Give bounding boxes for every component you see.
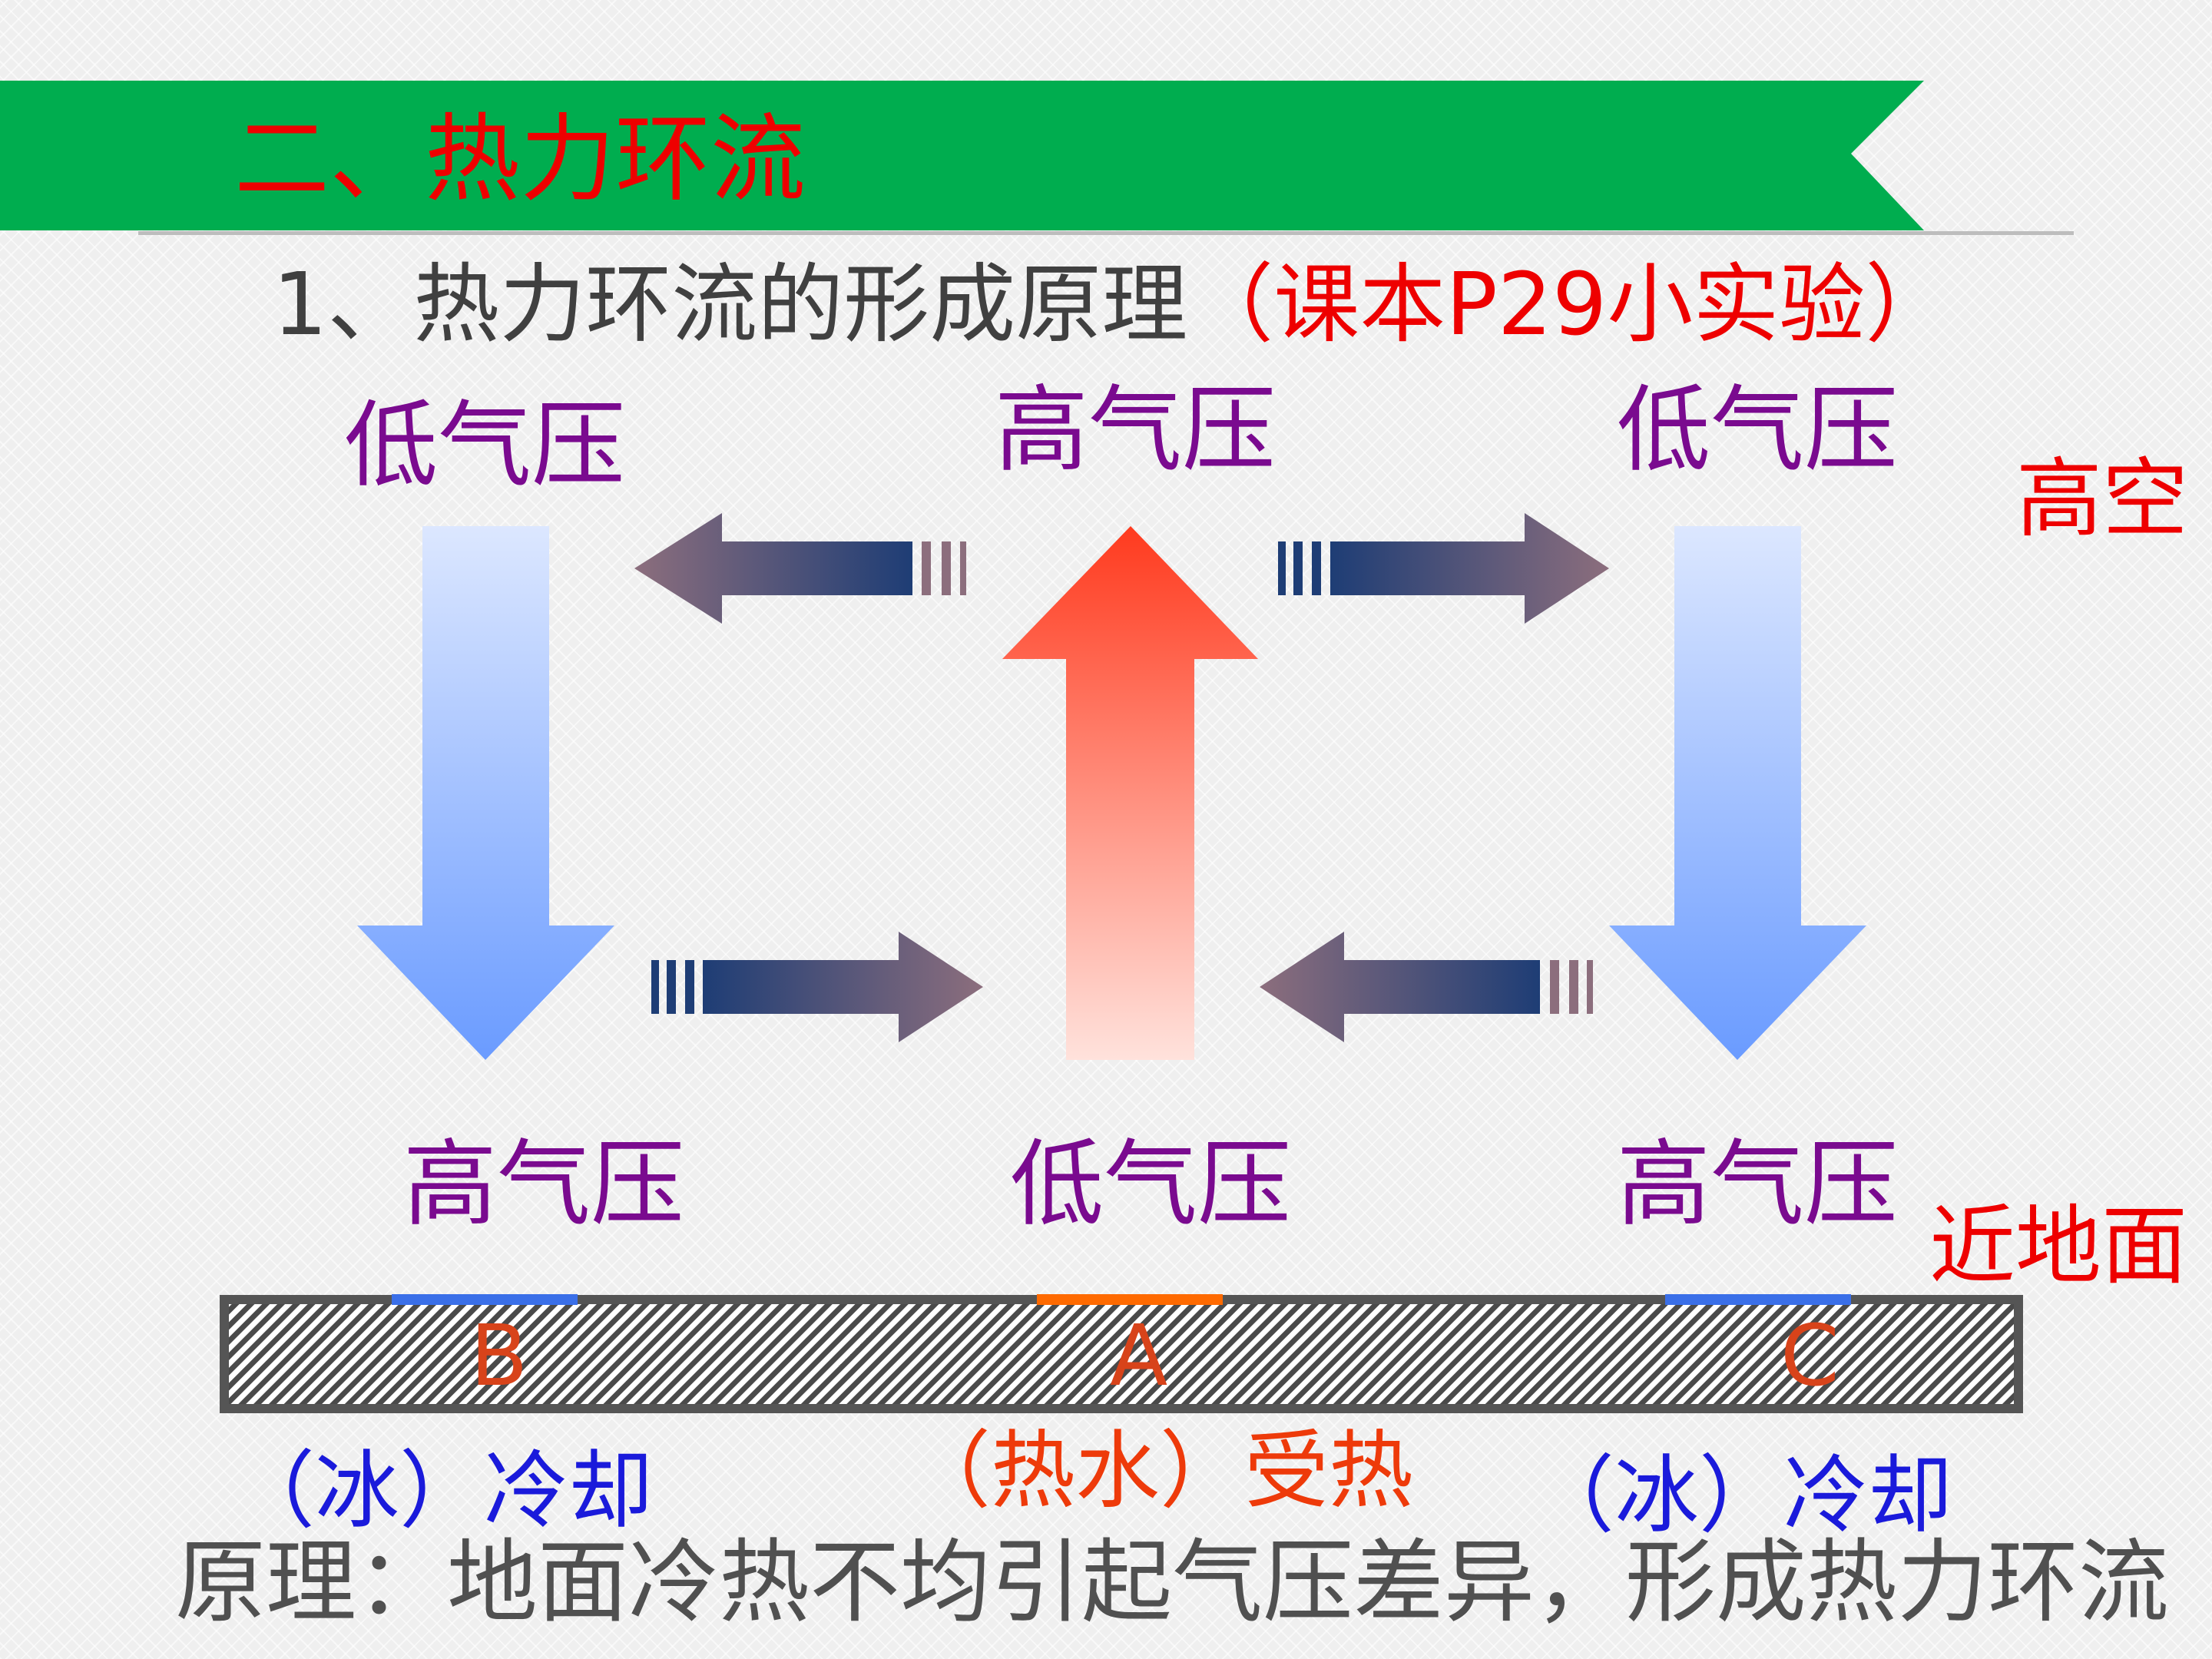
banner-ribbon (0, 81, 1924, 230)
point-a-label: A (1110, 1306, 1168, 1405)
high-altitude-label: 高空 (2016, 449, 2188, 549)
cold-surface-marker-c (1665, 1294, 1851, 1305)
upper-right-pressure-label: 低气压 (1617, 376, 1898, 485)
lower-right-pressure-label: 高气压 (1617, 1130, 1898, 1239)
point-b-label: B (470, 1306, 528, 1405)
principle-statement: 原理：地面冷热不均引起气压差异，形成热力环流 (175, 1529, 2170, 1635)
subtitle-note: （课本P29小实验） (1187, 255, 1952, 355)
center-rising-arrow (1002, 526, 1258, 1060)
left-cooling-caption: （冰）冷却 (230, 1442, 653, 1540)
upper-left-pressure-label: 低气压 (344, 391, 625, 500)
near-ground-label: 近地面 (1929, 1197, 2187, 1296)
lower-right-flow-arrow (1260, 932, 1593, 1042)
title-banner (0, 81, 2074, 235)
upper-left-flow-arrow (634, 513, 966, 624)
upper-mid-pressure-label: 高气压 (995, 376, 1276, 485)
right-sinking-arrow (1609, 526, 1866, 1060)
upper-right-flow-arrow (1278, 513, 1609, 624)
point-c-label: C (1780, 1306, 1839, 1405)
lower-left-flow-arrow (651, 932, 983, 1042)
banner-underline (138, 231, 2074, 235)
subtitle-main: 1、热力环流的形成原理 (273, 255, 1188, 355)
ground-surface (220, 1295, 2023, 1413)
page-title: 二、热力环流 (234, 104, 806, 215)
lower-left-pressure-label: 高气压 (403, 1130, 684, 1239)
left-sinking-arrow (357, 526, 614, 1060)
lower-mid-pressure-label: 低气压 (1010, 1130, 1291, 1239)
cold-surface-marker-b (392, 1294, 578, 1305)
right-cooling-caption: （冰）冷却 (1530, 1446, 1952, 1545)
hot-surface-marker-a (1037, 1294, 1223, 1305)
section-subtitle: 1、热力环流的形成原理（课本P29小实验） (273, 247, 1951, 363)
center-heating-caption: （热水）受热 (906, 1422, 1413, 1520)
